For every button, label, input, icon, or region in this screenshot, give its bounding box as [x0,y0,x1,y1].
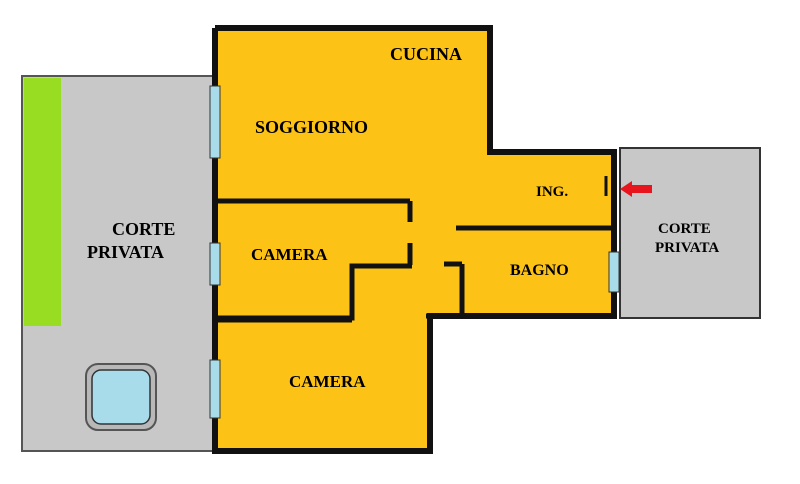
garden-strip [24,78,61,326]
pool-icon [85,363,157,431]
label-corte-right-2: PRIVATA [655,240,719,256]
window-camera-large [209,359,221,419]
label-camera-large: CAMERA [289,372,366,391]
label-bagno: BAGNO [510,262,569,279]
label-cucina: CUCINA [390,44,462,64]
window-soggiorno [209,85,221,159]
label-corte-right-1: CORTE [658,221,711,237]
label-ingresso: ING. [536,184,568,200]
label-camera-small: CAMERA [251,245,328,264]
label-soggiorno: SOGGIORNO [255,117,368,137]
right-courtyard [619,147,761,319]
window-bagno [608,251,620,293]
label-corte-left-1: CORTE [112,219,175,239]
label-corte-left-2: PRIVATA [87,242,164,262]
windows [209,85,620,419]
interior-walls [215,176,614,323]
entry-arrow-icon [620,181,652,197]
outer-walls [212,25,617,454]
window-camera-small [209,242,221,286]
apartment-floor [215,28,612,451]
